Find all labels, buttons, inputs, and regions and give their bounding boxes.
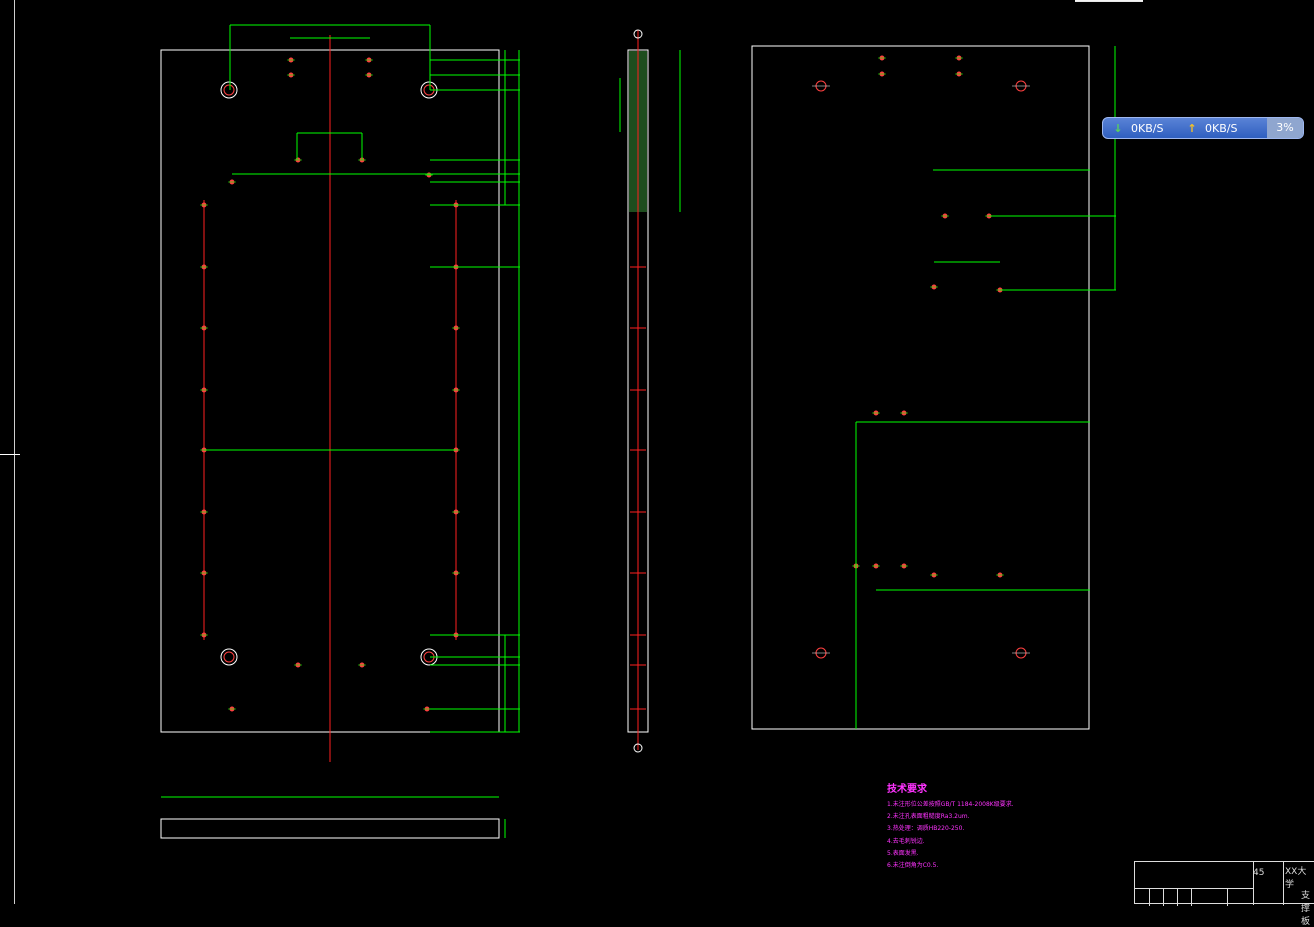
tb-divider — [1283, 862, 1284, 905]
window-edge — [1075, 0, 1143, 2]
tech-line: 5.表面发黑. — [887, 849, 919, 857]
tb-school: XX大学 — [1285, 867, 1307, 890]
tb-material: 45 — [1253, 868, 1265, 878]
usage-percent: 3% — [1267, 118, 1303, 138]
section-marker — [633, 743, 643, 753]
section-marker — [633, 29, 643, 39]
tb-drawing-name: 支撑板 — [1301, 891, 1311, 927]
tech-line: 6.未注倒角为C0.5. — [887, 862, 939, 870]
download-speed: 0KB/S — [1131, 121, 1164, 135]
cad-drawing-canvas[interactable] — [0, 0, 1314, 904]
arrow-down-icon: ↓ — [1113, 121, 1123, 135]
tech-line: 4.去毛刺锐边. — [887, 837, 925, 845]
tech-line: 2.未注孔表面粗糙度Ra3.2um. — [887, 813, 970, 821]
crosshair-cursor — [0, 454, 20, 455]
title-block: 45 XX大学 支撑板 — [1134, 861, 1314, 927]
tb-divider — [1253, 862, 1254, 905]
bottom-view-outline — [160, 818, 500, 839]
technical-requirements: 技术要求 1.未注形位公差按照GB/T 1184-2008K级要求. 2.未注孔… — [887, 780, 1014, 872]
upload-speed: 0KB/S — [1205, 121, 1238, 135]
tech-heading: 技术要求 — [887, 784, 927, 795]
tb-cell-row — [1135, 888, 1253, 906]
rear-view-outline — [751, 45, 1090, 730]
tb-divider — [1163, 889, 1164, 906]
tb-divider — [1227, 889, 1228, 906]
counterbore-inner — [223, 651, 235, 663]
tb-divider — [1191, 889, 1192, 906]
arrow-up-icon: ↑ — [1187, 121, 1197, 135]
tech-line: 3.热处理：调质HB220-250. — [887, 825, 965, 833]
screen-edge-line — [14, 0, 15, 904]
network-speed-widget[interactable]: ↓ 0KB/S ↑ 0KB/S 3% — [1102, 117, 1304, 139]
counterbore-inner — [223, 84, 235, 96]
counterbore-outer — [220, 648, 238, 666]
counterbore-outer — [220, 81, 238, 99]
tb-divider — [1177, 889, 1178, 906]
tb-divider — [1149, 889, 1150, 906]
tech-line: 1.未注形位公差按照GB/T 1184-2008K级要求. — [887, 801, 1014, 808]
